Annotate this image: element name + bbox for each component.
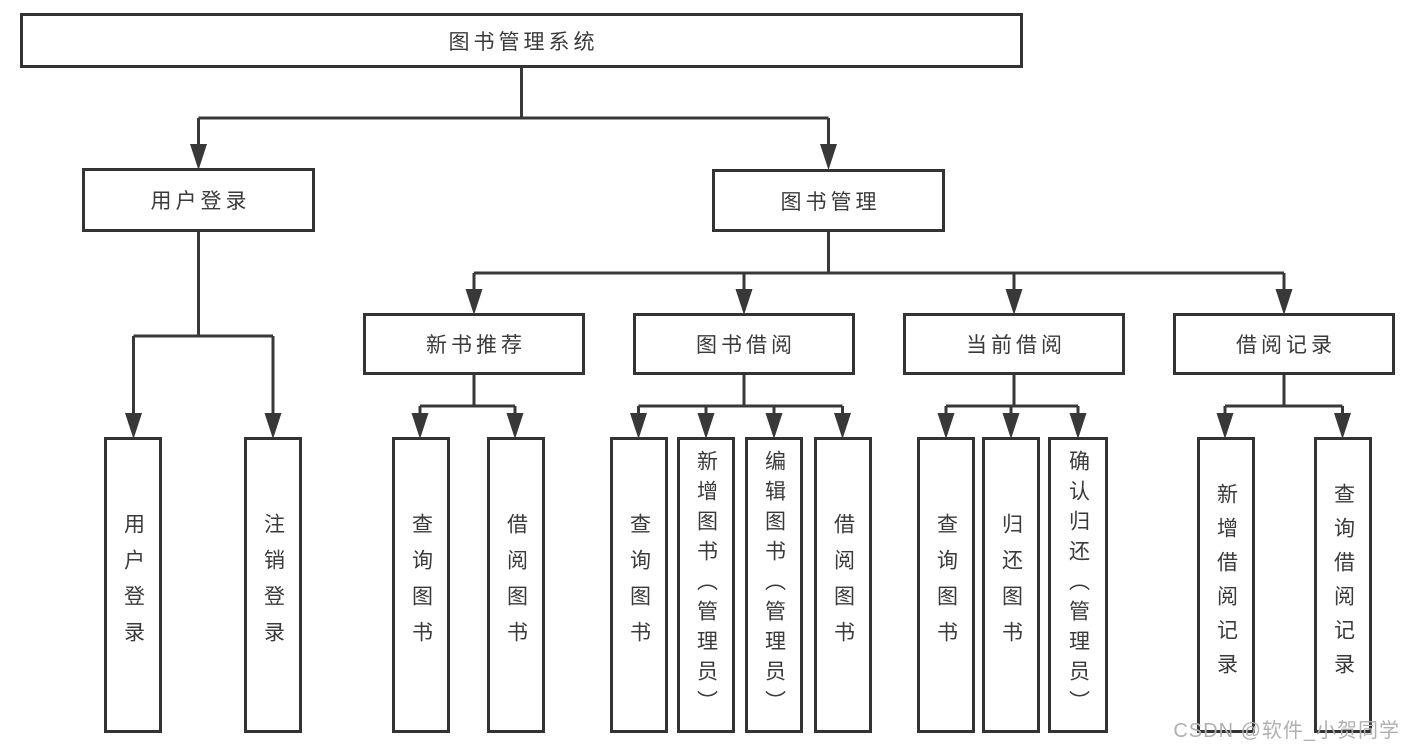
leaf-logout: 注销登录 [244,437,302,733]
node-book-borrow: 图书借阅 [633,313,855,375]
leaf-query-books-current-label: 查询图书 [934,513,958,657]
leaf-add-books-admin-label: 新增图书（管理员） [694,450,718,720]
node-borrow-records: 借阅记录 [1173,313,1395,375]
leaf-confirm-return-admin-label: 确认归还（管理员） [1066,450,1090,720]
node-book-management: 图书管理 [712,169,945,232]
leaf-query-books-recommend-label: 查询图书 [409,513,433,657]
leaf-add-books-admin: 新增图书（管理员） [677,437,735,733]
leaf-logout-label: 注销登录 [261,513,285,657]
leaf-query-books-borrow-label: 查询图书 [627,513,651,657]
leaf-return-books: 归还图书 [982,437,1040,733]
leaf-query-borrow-record-label: 查询借阅记录 [1331,483,1355,687]
leaf-add-borrow-record-label: 新增借阅记录 [1214,483,1238,687]
leaf-query-books-current: 查询图书 [917,437,975,733]
leaf-confirm-return-admin: 确认归还（管理员） [1048,437,1108,733]
leaf-borrow-books: 借阅图书 [814,437,872,733]
arrowhead-icons [125,144,1351,439]
node-root-system: 图书管理系统 [20,13,1023,68]
leaf-query-books-borrow: 查询图书 [610,437,668,733]
tree-connector-lines [132,66,1344,416]
leaf-add-borrow-record: 新增借阅记录 [1197,437,1255,733]
leaf-edit-books-admin-label: 编辑图书（管理员） [762,450,786,720]
csdn-watermark: CSDN @软件_小贺同学 [1173,720,1400,742]
leaf-query-borrow-record: 查询借阅记录 [1314,437,1372,733]
leaf-query-books-recommend: 查询图书 [392,437,450,733]
leaf-borrow-books-recommend-label: 借阅图书 [504,513,528,657]
node-new-book-recommend: 新书推荐 [363,313,585,375]
leaf-borrow-books-label: 借阅图书 [831,513,855,657]
leaf-return-books-label: 归还图书 [999,513,1023,657]
leaf-borrow-books-recommend: 借阅图书 [487,437,545,733]
leaf-user-login-label: 用户登录 [121,513,145,657]
leaf-edit-books-admin: 编辑图书（管理员） [745,437,803,733]
leaf-user-login: 用户登录 [104,437,162,733]
node-user-login: 用户登录 [82,168,315,232]
node-current-borrow: 当前借阅 [903,313,1125,375]
